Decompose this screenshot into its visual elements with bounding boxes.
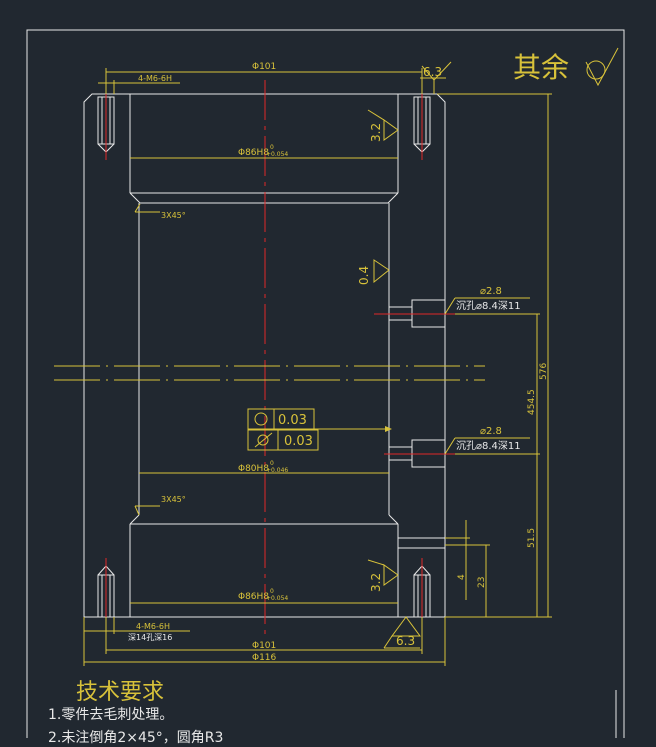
- tech-requirements-item-1: 1.零件去毛刺处理。: [48, 707, 174, 723]
- callout-hole-upper-cb: 沉孔⌀8.4深11: [456, 299, 521, 312]
- callout-hole-lower: [444, 437, 530, 455]
- dim-bore-bottom-tol-low: +0.054: [266, 595, 288, 602]
- dim-dia-top: [105, 68, 423, 94]
- part-outline: [83, 93, 446, 618]
- dim-dia-bottom: [105, 617, 423, 654]
- callout-hole-upper-dia: ⌀2.8: [480, 286, 502, 297]
- dim-chamfer-bottom: [134, 505, 160, 516]
- side-hole-lower: [384, 439, 455, 468]
- drawing-frame: [26, 29, 625, 738]
- callout-hole-lower-cb: 沉孔⌀8.4深11: [456, 439, 521, 452]
- tech-requirements-title: 技术要求: [76, 680, 165, 705]
- roughness-top-right: [420, 61, 452, 94]
- dim-len-mid: [455, 313, 540, 454]
- dim-bore-bottom-label: Φ86H8: [238, 592, 269, 602]
- roughness-middle: [373, 259, 390, 284]
- dim-thread-top: [98, 80, 180, 94]
- dim-len-23-label: 23: [477, 577, 487, 588]
- dim-len-total: [437, 93, 552, 618]
- roughness-default-label: 其余: [513, 51, 569, 84]
- dim-bore-mid-tol-up: 0: [270, 460, 274, 467]
- tolerance-cylindricity-value: 0.03: [284, 434, 313, 449]
- dim-bore-top-tol-up: 0: [270, 144, 274, 151]
- roughness-middle-label: 0.4: [357, 266, 371, 285]
- dim-len-total-label: 576: [539, 363, 549, 380]
- dim-thread-top-label: 4-M6-6H: [138, 74, 172, 83]
- dim-chamfer-top: [134, 203, 160, 213]
- tolerance-roundness-value: 0.03: [278, 413, 307, 428]
- dim-len-low: [455, 453, 540, 617]
- callout-hole-lower-dia: ⌀2.8: [480, 426, 502, 437]
- dim-bore-mid-tol-low: +0.046: [266, 467, 288, 474]
- dim-len-4-label: 4: [457, 574, 467, 580]
- roughness-left-bottom-label: 3.2: [369, 573, 383, 592]
- dim-thread-bottom-depth: 深14孔深16: [128, 633, 172, 642]
- dim-chamfer-top-label: 3X45°: [161, 211, 186, 220]
- roughness-left-top-label: 3.2: [369, 123, 383, 142]
- roughness-left-bottom: [367, 559, 399, 586]
- dim-dia-bottom-label: Φ101: [252, 641, 276, 651]
- dim-bore-top-tol-low: +0.054: [266, 151, 288, 158]
- callout-hole-upper: [444, 297, 530, 315]
- dim-dia-top-label: Φ101: [252, 62, 276, 72]
- tolerance-roundness: [247, 408, 392, 432]
- dim-bore-mid-label: Φ80H8: [238, 464, 269, 474]
- roughness-top-right-label: 6.3: [423, 65, 442, 79]
- dim-len-mid-label: 454.5: [527, 389, 537, 415]
- dim-chamfer-bottom-label: 3X45°: [161, 495, 186, 504]
- dim-bore-bottom-tol-up: 0: [270, 588, 274, 595]
- dim-len-23: [445, 544, 490, 617]
- roughness-bottom-label: 6.3: [396, 634, 415, 648]
- dim-bore-top-label: Φ86H8: [238, 148, 269, 158]
- side-hole-upper: [374, 299, 455, 328]
- roughness-default-symbol: [585, 47, 619, 87]
- roughness-bottom: [383, 616, 421, 649]
- dim-thread-bottom-label: 4-M6-6H: [136, 622, 170, 631]
- break-lines: [54, 365, 485, 381]
- dim-len-4: [445, 520, 470, 600]
- dim-len-low-label: 51.5: [527, 528, 537, 548]
- dim-dia-outer-label: Φ116: [252, 653, 277, 663]
- tech-requirements-item-2: 2.未注倒角2×45°，圆角R3: [48, 730, 224, 746]
- roughness-left-top: [367, 109, 399, 141]
- tolerance-cylindricity: [247, 429, 319, 451]
- dim-thread-bottom: [84, 617, 190, 634]
- dim-dia-outer: [83, 617, 446, 666]
